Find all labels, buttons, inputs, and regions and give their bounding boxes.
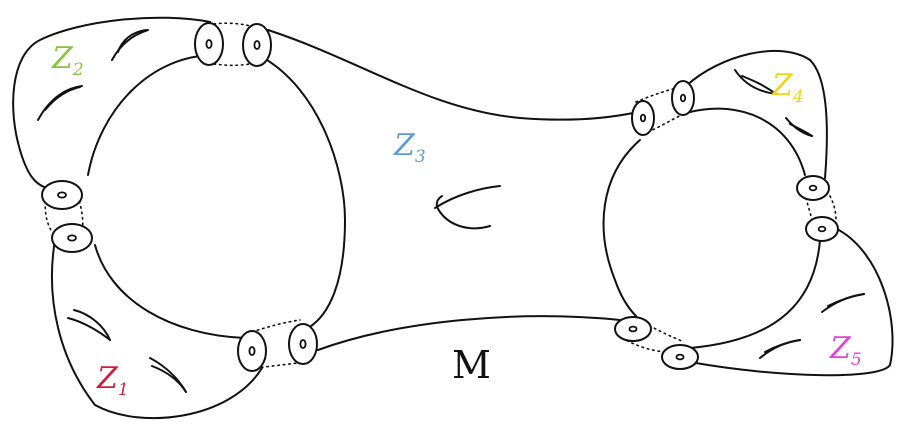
- z5-inner: [689, 239, 821, 349]
- z2-handle-2b: [44, 86, 81, 111]
- cuff-z1-z3-right: [288, 323, 318, 365]
- z1-handle-2b: [151, 365, 187, 393]
- piece-z3: [261, 29, 641, 351]
- z4-outline: [685, 49, 828, 179]
- z1-inner: [94, 244, 246, 339]
- piece-z2: [12, 16, 216, 191]
- z3-handle-c: [435, 195, 443, 213]
- z5-handle-1: [821, 293, 865, 313]
- label-z3: Z3: [393, 128, 426, 167]
- cuff-z2-z3-right: [242, 23, 272, 67]
- z5-outline: [689, 227, 894, 377]
- z4-handle-2b: [789, 123, 813, 137]
- z3-handle: [434, 185, 501, 209]
- z1-handle-1: [67, 317, 111, 341]
- piece-z1: [50, 239, 263, 420]
- cuff-z2-z1-bottom: [51, 223, 93, 253]
- z3-top-edge: [267, 29, 639, 121]
- z1-handle-1b: [73, 309, 111, 341]
- label-z5: Z5: [829, 331, 862, 370]
- piece-z4: [685, 49, 828, 179]
- cuff-z4-z5-top: [796, 175, 830, 201]
- z2-handle-2: [37, 85, 83, 121]
- z1-outline: [50, 239, 263, 420]
- cuff-z3-z4-right: [671, 80, 695, 116]
- z5-handle-1b: [827, 293, 865, 307]
- z2-inner: [87, 54, 216, 176]
- z3-handle-b: [439, 211, 491, 230]
- cuff-z1-z3-left: [237, 330, 267, 372]
- cuff-z4-z5-bottom: [805, 216, 839, 242]
- gluing-seams: [44, 22, 837, 369]
- z2-outline: [12, 16, 211, 191]
- cuff-z3-z5-bottom: [661, 344, 699, 370]
- label-m: M: [452, 343, 491, 387]
- z3-bottom-edge: [317, 315, 621, 351]
- z3-right-loop: [602, 139, 641, 317]
- z2-handle-1b: [117, 29, 147, 53]
- z4-handle-1b: [741, 75, 777, 95]
- cuff-z2-z3-left: [194, 22, 224, 66]
- z5-handle-2b: [764, 339, 801, 353]
- cuff-z3-z5-top: [614, 316, 652, 342]
- z4-inner: [689, 107, 806, 176]
- piece-z5: [689, 227, 894, 377]
- label-z2: Z2: [51, 41, 84, 80]
- z2-handle-1: [111, 29, 149, 61]
- z3-left-loop: [261, 56, 346, 329]
- label-z4: Z4: [771, 68, 804, 107]
- z4-handle-1: [734, 69, 777, 95]
- cuff-z2-z1-top: [41, 180, 83, 210]
- cuff-z3-z4-left: [631, 100, 655, 136]
- z5-handle-2: [759, 339, 801, 359]
- label-z1: Z1: [96, 361, 129, 400]
